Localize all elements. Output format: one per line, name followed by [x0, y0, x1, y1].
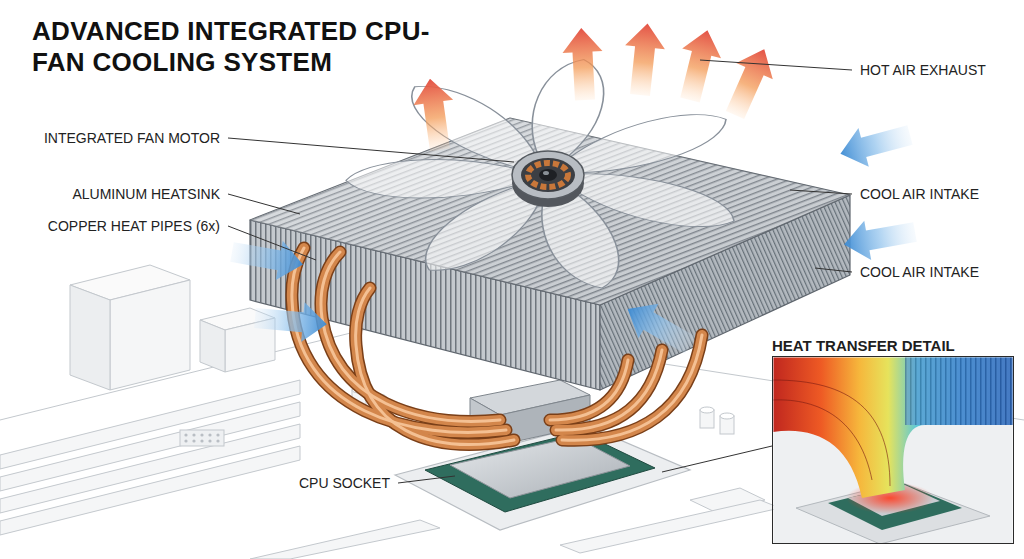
- motherboard: [180, 430, 224, 446]
- cool-air-arrows: [229, 116, 919, 363]
- heat-transfer-inset: [774, 400, 873, 480]
- heat-transfer-inset: [774, 380, 891, 486]
- motherboard: [184, 433, 187, 436]
- copper-heat-pipes: [321, 252, 500, 421]
- motherboard: [70, 285, 110, 390]
- copper-heat-pipes: [356, 288, 514, 444]
- copper-heat-pipes: [292, 248, 506, 432]
- motherboard: [192, 433, 195, 436]
- leader-lines: [228, 138, 514, 162]
- part-label: INTEGRATED FAN MOTOR: [42, 129, 222, 147]
- motherboard: [560, 500, 780, 553]
- diagram-title: ADVANCED INTEGRATED CPU-FAN COOLING SYST…: [32, 16, 432, 78]
- leader-lines: [700, 60, 852, 70]
- copper-heat-pipes: [550, 360, 628, 420]
- part-label: COPPER HEAT PIPES (6x): [46, 217, 222, 235]
- copper-heat-pipes: [292, 248, 702, 444]
- leader-lines: [662, 446, 772, 472]
- motherboard: [192, 439, 195, 442]
- hot-air-arrows: [620, 21, 667, 97]
- heat-transfer-inset: [905, 358, 1013, 426]
- leader-lines: [228, 60, 852, 483]
- cool-air-arrows: [253, 298, 328, 344]
- hot-air-arrows: [410, 21, 782, 152]
- motherboard: [250, 520, 440, 559]
- fan: [543, 171, 549, 175]
- leader-lines: [398, 476, 455, 483]
- part-label: ALUMINUM HEATSINK: [70, 185, 222, 203]
- hot-air-arrows: [671, 25, 727, 105]
- motherboard: [184, 433, 219, 442]
- motherboard: [216, 433, 219, 436]
- copper-heat-pipes: [550, 360, 628, 420]
- motherboard: [208, 439, 211, 442]
- heat-transfer-inset: [774, 358, 1013, 499]
- copper-heat-pipes: [292, 248, 702, 444]
- inset-heading: HEAT TRANSFER DETAIL: [772, 336, 1014, 356]
- leader-lines: [790, 190, 852, 194]
- cool-air-arrows: [229, 232, 307, 284]
- copper-heat-pipes: [550, 360, 628, 420]
- cool-air-arrows: [835, 116, 915, 173]
- leader-lines: [228, 226, 316, 260]
- motherboard: [200, 433, 203, 436]
- part-label: COOL AIR INTAKE: [858, 263, 981, 281]
- fan: [521, 158, 575, 192]
- leader-lines: [228, 194, 300, 214]
- fan: [342, 57, 740, 289]
- heat-transfer-inset: [774, 358, 1013, 544]
- copper-heat-pipes: [292, 248, 506, 432]
- motherboard: [200, 320, 225, 372]
- motherboard: [200, 439, 203, 442]
- fan: [512, 151, 584, 199]
- motherboard: [208, 433, 211, 436]
- motherboard: [110, 280, 190, 390]
- fan: [528, 163, 568, 187]
- motherboard: [184, 439, 187, 442]
- fan: [342, 57, 740, 289]
- hot-air-arrows: [561, 27, 605, 101]
- motherboard: [0, 446, 300, 535]
- detail-inset: HEAT TRANSFER DETAIL: [772, 336, 1014, 544]
- part-label: HOT AIR EXHAUST: [858, 61, 988, 79]
- copper-heat-pipes: [292, 248, 506, 432]
- motherboard: [700, 407, 714, 413]
- part-label: COOL AIR INTAKE: [858, 185, 981, 203]
- hot-air-arrows: [717, 41, 783, 123]
- motherboard: [216, 439, 219, 442]
- copper-heat-pipes: [292, 248, 702, 444]
- fan: [479, 57, 656, 165]
- cool-air-arrows: [618, 292, 700, 363]
- inset-frame: [772, 356, 1014, 544]
- motherboard: [720, 413, 734, 419]
- heat-transfer-inset: [774, 358, 1013, 544]
- hot-air-arrows: [410, 76, 460, 153]
- part-label: CPU SOCKET: [297, 474, 392, 492]
- leader-lines: [815, 268, 852, 272]
- cool-air-arrows: [841, 212, 919, 264]
- copper-heat-pipes: [292, 248, 702, 444]
- fan: [539, 169, 557, 181]
